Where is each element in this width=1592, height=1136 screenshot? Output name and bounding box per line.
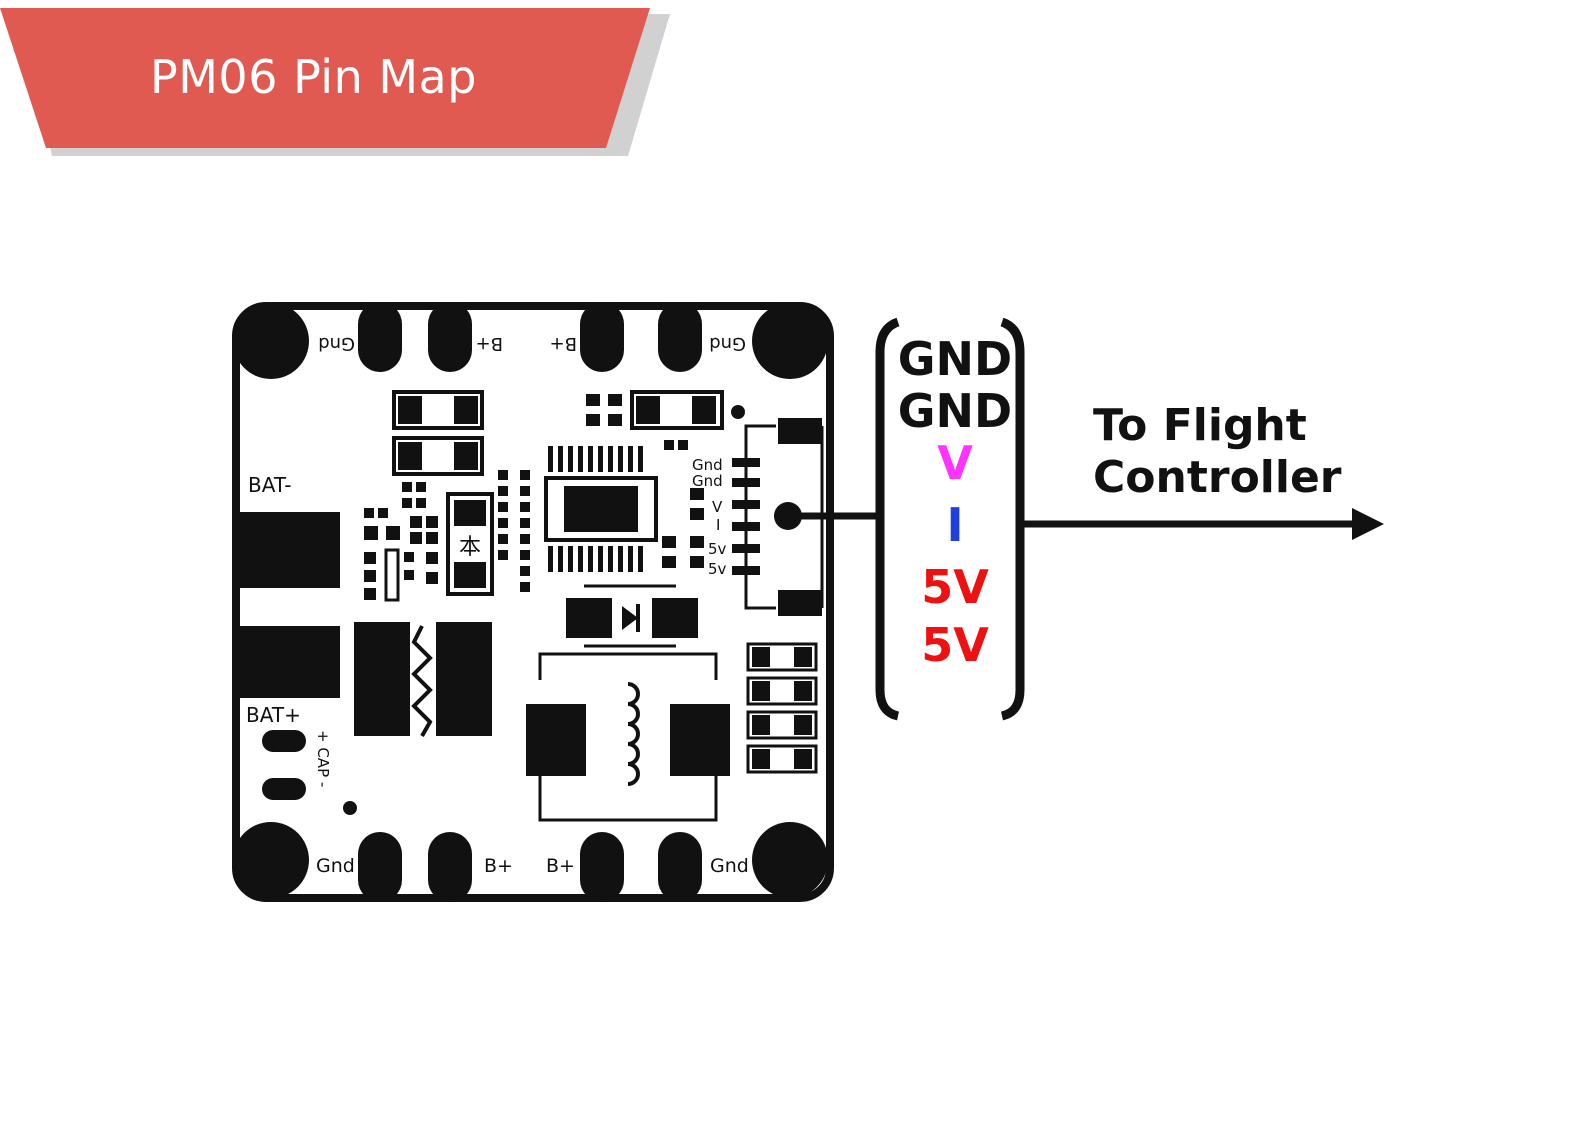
mount-hole-bottom-right (752, 822, 828, 898)
pin-i: I (946, 498, 964, 552)
pin-gnd-1: GND (897, 332, 1013, 386)
pad-bottom-4 (658, 832, 702, 902)
main-ic (544, 446, 658, 572)
mount-hole-bottom-left (233, 822, 309, 898)
inductor-right (526, 652, 730, 822)
capacitor-column-right (746, 642, 818, 774)
bat-plus-pad (240, 626, 340, 698)
cap-pad-plus (262, 730, 306, 752)
arrow-head-icon (1352, 508, 1384, 540)
pad-label-bottom-1: Gnd (316, 855, 355, 877)
connector-label-gnd-1: Gnd (692, 456, 723, 474)
pad-top-3 (580, 302, 624, 372)
page-title: PM06 Pin Map (150, 50, 477, 104)
pinout-list: GND GND V I 5V 5V (880, 333, 1030, 671)
destination-label: To Flight Controller (1093, 400, 1342, 504)
cap-pad-minus (262, 778, 306, 800)
bat-minus-label: BAT- (248, 473, 291, 497)
pad-label-top-4: Gnd (709, 333, 746, 354)
pin-5v-1: 5V (921, 560, 989, 614)
connector-label-5v-2: 5v (708, 560, 727, 578)
pin-v: V (937, 436, 973, 490)
pad-bottom-2 (428, 832, 472, 902)
bat-plus-label: BAT+ (246, 703, 301, 727)
pad-top-4 (658, 302, 702, 372)
resistor-outline (384, 548, 400, 602)
regulator-ic: 本 (446, 492, 494, 596)
pad-label-bottom-4: Gnd (710, 855, 749, 877)
bracket-right (1000, 317, 1025, 721)
smd-components-left (364, 470, 530, 600)
mount-hole-top-left (233, 303, 309, 379)
pad-label-top-1: Gnd (318, 333, 355, 354)
inductor-left (354, 622, 492, 737)
pad-bottom-3 (580, 832, 624, 902)
pin-5v-2: 5V (921, 618, 989, 672)
pad-top-2 (428, 302, 472, 372)
diode (566, 584, 698, 648)
bracket-left (875, 317, 900, 721)
smd-components-top-right (586, 390, 745, 568)
connector-label-i: I (716, 516, 720, 534)
via-dot (343, 801, 357, 815)
destination-line-2: Controller (1093, 452, 1342, 503)
pad-label-top-2: B+ (476, 333, 503, 354)
mount-hole-top-right (752, 303, 828, 379)
pad-label-bottom-2: B+ (484, 855, 513, 877)
title-banner: PM06 Pin Map (0, 0, 700, 170)
fc-connector (732, 418, 824, 616)
connector-label-gnd-2: Gnd (692, 472, 723, 490)
destination-line-1: To Flight (1093, 400, 1307, 451)
svg-text:本: 本 (459, 535, 481, 560)
pad-label-bottom-3: B+ (546, 855, 575, 877)
connector-label-5v-1: 5v (708, 540, 727, 558)
pad-top-1 (358, 302, 402, 372)
banner-shape (0, 8, 670, 156)
connector-label-v: V (712, 498, 723, 516)
bat-minus-pad (240, 512, 340, 588)
cap-label: + CAP - (314, 730, 332, 787)
pad-bottom-1 (358, 832, 402, 902)
pin-gnd-2: GND (897, 384, 1013, 438)
capacitor-group-left (392, 390, 484, 476)
board-outline (232, 302, 834, 902)
pad-label-top-3: B+ (550, 333, 577, 354)
